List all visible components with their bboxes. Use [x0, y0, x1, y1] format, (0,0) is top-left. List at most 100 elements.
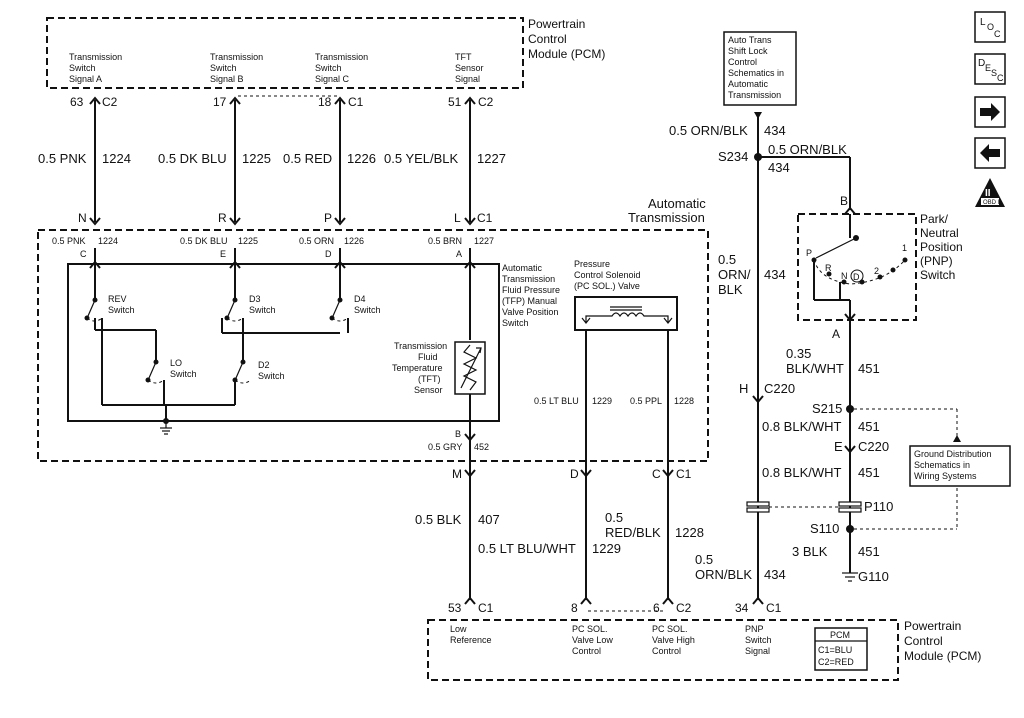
- ground-ref-box[interactable]: [909, 445, 1011, 487]
- svg-text:D: D: [978, 58, 985, 69]
- inner-pin-b: B: [455, 429, 461, 439]
- wire-label-ornblk-bottom-2: ORN/BLK: [695, 567, 752, 582]
- inner-stubs: [89, 248, 476, 340]
- svg-text:Temperature: Temperature: [392, 363, 443, 373]
- bottom-signal-pnp: PNP Switch Signal: [745, 624, 772, 656]
- wire-ckt-451-c: 451: [858, 465, 880, 480]
- inner-ckt-1226: 1226: [344, 236, 364, 246]
- wire-ckt-1227: 1227: [477, 151, 506, 166]
- inner-pin-a: A: [456, 249, 462, 259]
- conn-c1-bottom: C1: [676, 467, 692, 481]
- svg-text:Sensor: Sensor: [414, 385, 443, 395]
- conn-c2-tft: C2: [478, 95, 494, 109]
- svg-text:Pressure: Pressure: [574, 259, 610, 269]
- d2-switch: [232, 359, 252, 405]
- svg-text:Signal A: Signal A: [69, 74, 102, 84]
- pc-wires-inner: [585, 330, 669, 462]
- top-signal-a: Transmission Switch Signal A: [69, 52, 122, 84]
- pcm-top-label-2: Control: [528, 32, 567, 46]
- lo-switch: [94, 318, 165, 405]
- lo-switch-label-1: LO: [170, 358, 182, 368]
- wire-ckt-451-b: 451: [858, 419, 880, 434]
- wire-label-ornblk-top: 0.5 ORN/BLK: [669, 123, 748, 138]
- obd-ii-button[interactable]: OBD II II: [975, 178, 1005, 207]
- splice-s110: S110: [810, 521, 839, 536]
- wire-label-bw08a: 0.8 BLK/WHT: [762, 419, 842, 434]
- wire-1229-bottom: [580, 462, 592, 605]
- wire-label-yelblk: 0.5 YEL/BLK: [384, 151, 459, 166]
- pnp-conn-a: A: [832, 327, 840, 341]
- lo-switch-label-2: Switch: [170, 369, 197, 379]
- d4-switch-label-1: D4: [354, 294, 366, 304]
- svg-text:Sensor: Sensor: [455, 63, 484, 73]
- svg-text:Signal: Signal: [455, 74, 480, 84]
- ground-ref-label: Ground Distribution Schematics in Wiring…: [914, 449, 992, 481]
- wire-ckt-434-branch: 434: [768, 160, 790, 175]
- pnp-switch-contacts: [811, 214, 908, 326]
- shift-lock-ref-label: Auto Trans Shift Lock Control Schematics…: [728, 35, 784, 100]
- conn-c1-low: C1: [478, 601, 494, 615]
- d2-switch-label-1: D2: [258, 360, 270, 370]
- inner-label-orn: 0.5 ORN: [299, 236, 334, 246]
- wire-label-bw08b: 0.8 BLK/WHT: [762, 465, 842, 480]
- pnp-pos-r: R: [825, 263, 832, 273]
- svg-text:O: O: [987, 22, 994, 32]
- wire-ckt-451-d: 451: [858, 544, 880, 559]
- svg-text:Reference: Reference: [450, 635, 492, 645]
- svg-text:(PNP): (PNP): [920, 254, 953, 268]
- wire-label-vert-3: BLK: [718, 282, 743, 297]
- d3-switch-label-1: D3: [249, 294, 261, 304]
- svg-text:Switch: Switch: [502, 318, 529, 328]
- svg-text:Schematics in: Schematics in: [728, 68, 784, 78]
- rev-switch: [84, 297, 103, 405]
- loc-button[interactable]: L O C: [974, 11, 1006, 43]
- conn-letter-e: E: [834, 439, 843, 454]
- svg-text:Valve Position: Valve Position: [502, 307, 558, 317]
- next-arrow-button[interactable]: [974, 96, 1006, 128]
- pcm-top-label-1: Powertrain: [528, 17, 585, 31]
- svg-text:Valve High: Valve High: [652, 635, 695, 645]
- svg-text:Switch: Switch: [69, 63, 96, 73]
- svg-text:Shift Lock: Shift Lock: [728, 46, 768, 56]
- svg-text:(TFT): (TFT): [418, 374, 441, 384]
- desc-button[interactable]: D E S C: [974, 53, 1006, 85]
- conn-letter-m: M: [452, 467, 462, 481]
- pnp-pos-1: 1: [902, 243, 907, 253]
- svg-text:PC SOL.: PC SOL.: [652, 624, 688, 634]
- d4-switch: [329, 297, 349, 333]
- wire-label-redblk-2: RED/BLK: [605, 525, 661, 540]
- conn-c1-trans: C1: [477, 211, 493, 225]
- conn-letter-n: N: [78, 211, 87, 225]
- conn-c1-c: C1: [348, 95, 364, 109]
- wire-ckt-434-bottom: 434: [764, 567, 786, 582]
- inner-ckt-1228: 1228: [674, 396, 694, 406]
- svg-text:Fluid Pressure: Fluid Pressure: [502, 285, 560, 295]
- svg-text:C2=RED: C2=RED: [818, 657, 854, 667]
- tft-label: Transmission Fluid Temperature (TFT) Sen…: [392, 341, 447, 395]
- inner-label-brn: 0.5 BRN: [428, 236, 462, 246]
- inner-label-ltblu: 0.5 LT BLU: [534, 396, 579, 406]
- wire-label-3blk: 3 BLK: [792, 544, 828, 559]
- conn-letter-l: L: [454, 211, 461, 225]
- svg-text:PC SOL.: PC SOL.: [572, 624, 608, 634]
- auto-trans-label-2: Transmission: [628, 210, 705, 225]
- svg-text:Transmission: Transmission: [315, 52, 368, 62]
- right-arrow-icon: [980, 103, 1000, 121]
- svg-text:TFT: TFT: [455, 52, 472, 62]
- svg-text:Schematics in: Schematics in: [914, 460, 970, 470]
- rev-switch-label-1: REV: [108, 294, 127, 304]
- inner-ckt-1227: 1227: [474, 236, 494, 246]
- prev-arrow-button[interactable]: [974, 137, 1006, 169]
- wire-label-pnk: 0.5 PNK: [38, 151, 87, 166]
- conn-letter-c: C: [652, 467, 661, 481]
- wire-ckt-451-a: 451: [858, 361, 880, 376]
- svg-text:PCM: PCM: [830, 630, 850, 640]
- svg-text:Switch: Switch: [920, 268, 955, 282]
- d4-switch-label-2: Switch: [354, 305, 381, 315]
- pcm-top-label-3: Module (PCM): [528, 47, 605, 61]
- shift-lock-ref-box[interactable]: [723, 31, 797, 106]
- bottom-signal-pchigh: PC SOL. Valve High Control: [652, 624, 695, 656]
- d3-switch-label-2: Switch: [249, 305, 276, 315]
- svg-text:Transmission: Transmission: [394, 341, 447, 351]
- svg-text:C1=BLU: C1=BLU: [818, 645, 852, 655]
